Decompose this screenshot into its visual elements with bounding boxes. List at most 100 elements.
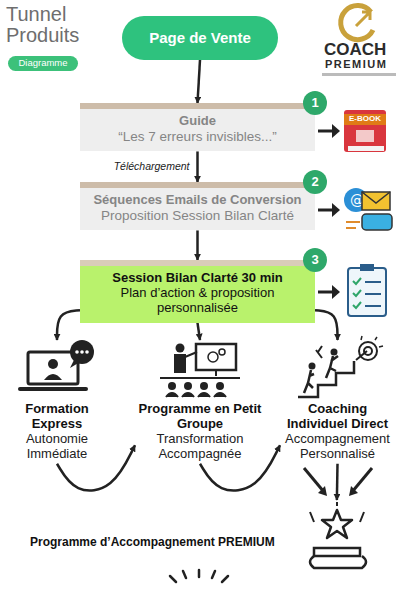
email-icon-part xyxy=(318,209,334,212)
checklist-icon-part xyxy=(332,285,340,299)
email-icon-part xyxy=(362,192,390,210)
ebook-icon-part xyxy=(344,110,386,152)
node-body: Autonomie Immédiate xyxy=(4,432,110,462)
offer-node: Programme en Petit GroupeTransformation … xyxy=(135,340,265,464)
trophy-icon-part xyxy=(310,556,366,568)
flow-arrow xyxy=(57,445,135,490)
node-heading: Session Bilan Clarté 30 min xyxy=(88,271,307,286)
node-body: Accompagnement Personnalisé xyxy=(282,432,393,462)
climbing-icon-part xyxy=(356,351,367,360)
start-pill: Page de Vente xyxy=(122,16,278,60)
presenter-icon-part xyxy=(184,382,192,390)
flow-arrow xyxy=(198,60,201,103)
presenter-icon xyxy=(160,344,240,398)
presenter-icon-part xyxy=(166,393,226,397)
email-icon-part xyxy=(332,203,340,217)
climbing-icon-part xyxy=(326,356,338,378)
climbing-icon-part xyxy=(331,349,338,356)
laptop-icon-part xyxy=(28,352,78,384)
laptop-icon-part xyxy=(48,359,58,369)
node-heading: Page de Vente xyxy=(149,29,251,46)
node-heading: Programme d’Accompagnement PREMIUM xyxy=(30,536,395,550)
offer-node: Coaching Individuel DirectAccompagnement… xyxy=(280,340,395,464)
offer-node: Formation ExpressAutonomie Immédiate xyxy=(2,340,112,464)
laptop-icon-part xyxy=(85,350,89,354)
trophy-icon-part xyxy=(314,548,360,556)
climbing-icon-part xyxy=(316,346,322,358)
flow-arrow xyxy=(196,151,199,182)
presenter-icon-part xyxy=(175,352,197,372)
ebook-icon xyxy=(318,110,386,152)
icon-tag: E-BOOK xyxy=(349,115,381,124)
presenter-icon-part xyxy=(160,377,240,379)
laptop-icon xyxy=(20,340,94,389)
checklist-icon-part xyxy=(365,282,381,306)
presenter-icon-part xyxy=(168,382,176,390)
presenter-icon-part xyxy=(215,370,217,376)
climbing-icon-part xyxy=(304,370,314,393)
final-offer: Programme d’Accompagnement PREMIUM xyxy=(20,500,395,575)
step-box: Session Bilan Clarté 30 minPlan d’action… xyxy=(80,260,315,323)
checklist-icon-part xyxy=(353,278,361,308)
logo-word: PREMIUM xyxy=(325,58,387,70)
climbing-icon-part xyxy=(309,363,316,370)
node-body: Proposition Session Bilan Clarté xyxy=(88,208,307,224)
laptop-icon-part xyxy=(70,360,80,368)
trophy-icon-part xyxy=(318,486,327,496)
climbing-icon-part xyxy=(361,336,383,347)
sparkle-marks-part xyxy=(170,570,228,582)
diagram-title: Tunnel Produits xyxy=(6,4,86,46)
ebook-icon-part xyxy=(332,124,340,138)
checklist-icon-part xyxy=(318,291,334,294)
laptop-icon-part xyxy=(80,350,84,354)
presenter-icon-part xyxy=(208,352,218,362)
edge-label: Téléchargement xyxy=(112,161,192,173)
presenter-icon-part xyxy=(219,349,225,355)
node-heading: Formation Express xyxy=(4,402,110,432)
email-icon-part xyxy=(362,192,390,203)
node-body: Transformation Accompagnée xyxy=(137,432,263,462)
trophy-icon-part xyxy=(304,468,324,492)
email-icon-part xyxy=(346,222,360,228)
callout-number: 2 xyxy=(303,170,327,194)
logo-mark-part xyxy=(356,12,370,26)
flow-arrow xyxy=(315,310,338,340)
node-body: Plan d’action & proposition personnalisé… xyxy=(88,286,307,316)
climbing-icon-part xyxy=(364,347,372,355)
trophy-icon-part xyxy=(322,510,352,538)
node-heading: Séquences Emails de Conversion xyxy=(88,193,307,208)
logo-mark xyxy=(322,6,396,76)
node-heading: Programme en Petit Groupe xyxy=(137,402,263,432)
node-heading: 2 xyxy=(311,175,318,190)
presenter-icon-part xyxy=(196,344,236,370)
laptop-icon-part xyxy=(44,374,62,380)
node-heading: Guide xyxy=(88,114,307,129)
checklist-icon xyxy=(318,264,386,316)
checklist-icon-part xyxy=(348,268,386,316)
logo-mark-part xyxy=(341,6,373,40)
ebook-icon-part xyxy=(348,146,384,151)
climbing-icon xyxy=(298,336,383,397)
node-heading: 1 xyxy=(311,96,318,111)
node-heading: Diagramme xyxy=(8,58,78,69)
presenter-icon-part xyxy=(216,382,224,390)
logo-mark-part xyxy=(322,73,396,76)
flow-arrow xyxy=(336,464,339,500)
climbing-icon-part xyxy=(298,361,354,397)
flow-arrow xyxy=(57,310,80,340)
step-box: Guide“Les 7 erreurs invisibles...” xyxy=(80,103,315,151)
tag-pill: Diagramme xyxy=(8,56,78,71)
callout-number: 3 xyxy=(303,248,327,272)
trophy-icon-part xyxy=(352,468,372,492)
laptop-icon-part xyxy=(20,387,86,391)
climbing-icon-part xyxy=(359,342,377,360)
ebook-icon-part xyxy=(356,130,374,142)
sparkle-marks xyxy=(170,570,228,582)
node-heading: Coaching Individuel Direct xyxy=(282,402,393,432)
flow-arrow xyxy=(198,323,201,340)
laptop-icon-part xyxy=(75,350,79,354)
email-icon-part xyxy=(362,214,392,230)
ebook-icon-part xyxy=(318,130,334,133)
laptop-icon-part xyxy=(70,340,94,364)
